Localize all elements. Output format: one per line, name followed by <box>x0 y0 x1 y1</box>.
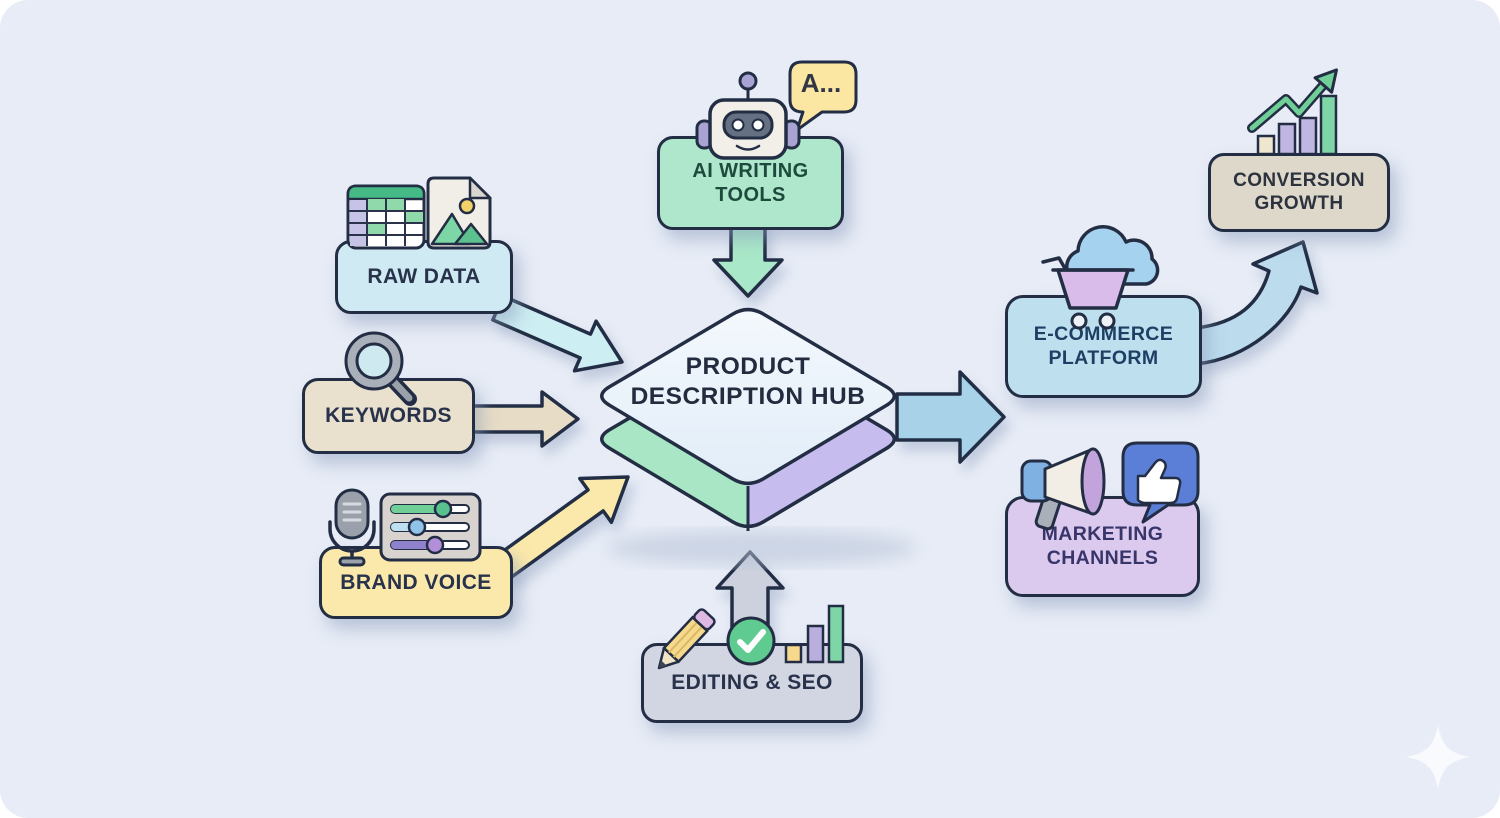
spreadsheet-icon <box>346 184 426 250</box>
node-label: RAW DATA <box>367 265 481 289</box>
speech-bubble-text: A... <box>800 68 842 98</box>
arrow-brand-voice-to-hub <box>492 475 630 581</box>
node-label: KEYWORDS <box>325 404 452 428</box>
node-label: MARKETING CHANNELS <box>1041 523 1164 569</box>
sliders-icon <box>379 492 482 562</box>
sparkle-icon <box>1406 725 1470 789</box>
growth-chart-icon <box>1247 68 1338 156</box>
hub-shadow <box>607 530 917 566</box>
magnifier-icon <box>344 331 417 406</box>
arrow-raw-data-to-hub <box>491 294 624 373</box>
node-label: E-COMMERCE PLATFORM <box>1033 323 1174 369</box>
microphone-icon <box>328 488 376 567</box>
arrow-hub-to-ecommerce <box>895 370 1006 464</box>
megaphone-icon <box>1020 447 1106 531</box>
node-label: CONVERSION GROWTH <box>1233 169 1365 214</box>
cart-icon <box>1041 256 1135 330</box>
hub-shape <box>600 307 896 531</box>
node-raw-data: RAW DATA <box>335 240 513 314</box>
image-file-icon <box>426 176 492 250</box>
arrow-ecommerce-to-conversion <box>1194 240 1319 366</box>
check-icon <box>726 616 776 666</box>
robot-icon <box>695 71 801 160</box>
bar-chart-icon <box>784 604 845 664</box>
node-label: BRAND VOICE <box>340 570 492 594</box>
node-label: EDITING & SEO <box>671 671 833 695</box>
node-label: AI WRITING TOOLS <box>692 160 809 206</box>
pencil-icon <box>657 608 716 670</box>
hub-title: PRODUCT DESCRIPTION HUB <box>630 353 866 410</box>
thumbs-up-icon <box>1121 441 1200 524</box>
node-conversion-growth: CONVERSION GROWTH <box>1208 153 1390 232</box>
speech-bubble-icon <box>788 60 858 132</box>
arrow-keywords-to-hub <box>464 390 580 448</box>
